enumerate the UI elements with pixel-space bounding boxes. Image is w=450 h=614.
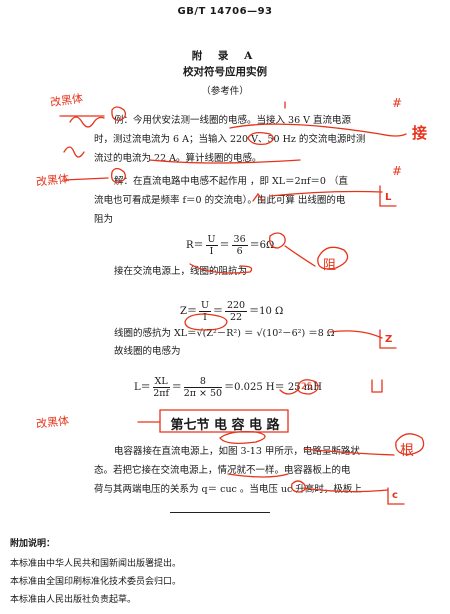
curve-inductive — [189, 263, 253, 274]
footer-line2: 本标准由全国印刷标准化技术委员会归口。 — [10, 577, 182, 587]
proof-mark-z: Z — [385, 334, 393, 345]
p5-line1: 电容器接在直流电源上，如图 3-13 甲所示，电路呈断路状 — [114, 446, 360, 457]
line-to-zu — [284, 245, 316, 267]
wave-left-2 — [63, 146, 85, 158]
proof-note-boldface-2: 改黑体 — [35, 172, 70, 189]
line-to-z — [329, 330, 383, 339]
bracket-right-1 — [371, 379, 383, 393]
proof-mark-jie: 接 — [412, 124, 428, 142]
underline-p1 — [149, 159, 301, 164]
underline-p5 — [227, 473, 289, 478]
bracket-z — [379, 329, 397, 349]
arc-to-jie — [229, 123, 407, 137]
box-section-title — [159, 409, 289, 433]
p4-line2: 故线圈的电感为 — [114, 346, 181, 357]
proof-note-boldface-3: 改黑体 — [35, 414, 70, 431]
appendix-title: 附 录 A — [191, 50, 259, 62]
p5-line3: 荷与其两端电压的关系为 q＝ cuc 。当电压 uc 升高时，极板上 — [94, 484, 362, 495]
document-header: GB/T 14706—93 — [177, 6, 273, 17]
p1-line2: 时，测过流电流为 6 A；当输入 220 V、50 Hz 的交流电源时测 — [94, 134, 366, 145]
circle-figure-ref — [219, 430, 266, 444]
circle-example-mark — [111, 106, 127, 121]
appendix-note: （参考件） — [201, 86, 249, 97]
proof-mark-25: 25 — [301, 382, 313, 392]
bracket-c — [387, 487, 405, 505]
circle-uc — [291, 480, 306, 493]
proof-mark-zu: 阻 — [323, 258, 337, 273]
section-title: 第七节 电 容 电 路 — [170, 418, 280, 433]
footer-line3: 本标准由人民出版社负责起草。 — [10, 595, 137, 605]
p1-line3: 流过的电流为 22 A。算计线圈的电感。 — [94, 153, 262, 164]
circle-25 — [297, 379, 319, 395]
appendix-subtitle: 校对符号应用实例 — [183, 66, 267, 78]
p3-line: 接在交流电源上，线圈的阻抗为 — [114, 266, 248, 277]
proof-mark-gen: 根 — [400, 443, 414, 459]
separator-rule — [170, 512, 270, 513]
circle-ohm — [269, 232, 286, 249]
p5-line2: 态。若把它接在交流电源上，情况就不一样。电容器板上的电 — [94, 465, 351, 476]
circle-zu — [317, 246, 349, 270]
link-line-2 — [63, 177, 109, 181]
proof-mark-c: c — [392, 490, 398, 501]
circle-transposed — [247, 132, 274, 146]
p2-line1: 解：在直流电路中电感不起作用 ，即 XL＝2πf＝0 （直 — [114, 176, 348, 187]
proof-mark-hash-2: # — [392, 164, 403, 178]
circle-solution-mark — [111, 167, 126, 183]
p4-line1: 线圈的感抗为 XL＝√(Z²－R²) ＝ √(10²－6²) ＝8 Ω — [114, 328, 335, 339]
bracket-L — [379, 185, 397, 207]
caret-space — [252, 192, 264, 202]
line-to-gen — [303, 448, 395, 456]
wave-left-1 — [69, 116, 105, 128]
p1-line1: 例：今用伏安法测一线圈的电感。当接入 36 V 直流电源 — [114, 115, 352, 126]
proof-mark-l: L — [385, 192, 392, 203]
proof-mark-hash-1: # — [392, 96, 403, 110]
line-to-L — [269, 190, 383, 197]
circle-xl — [184, 313, 228, 331]
footer-line1: 本标准由中华人民共和国新闻出版署提出。 — [10, 559, 182, 569]
line-to-c — [303, 487, 389, 493]
footer-heading: 附加说明： — [10, 539, 56, 549]
p2-line2: 流电也可看成是频率 f＝0 的交流电）。由此可算 出线圈的电 — [94, 195, 346, 206]
p2-line3: 阻为 — [94, 214, 114, 225]
circle-gen — [395, 433, 425, 455]
arc-to-25 — [279, 389, 299, 395]
